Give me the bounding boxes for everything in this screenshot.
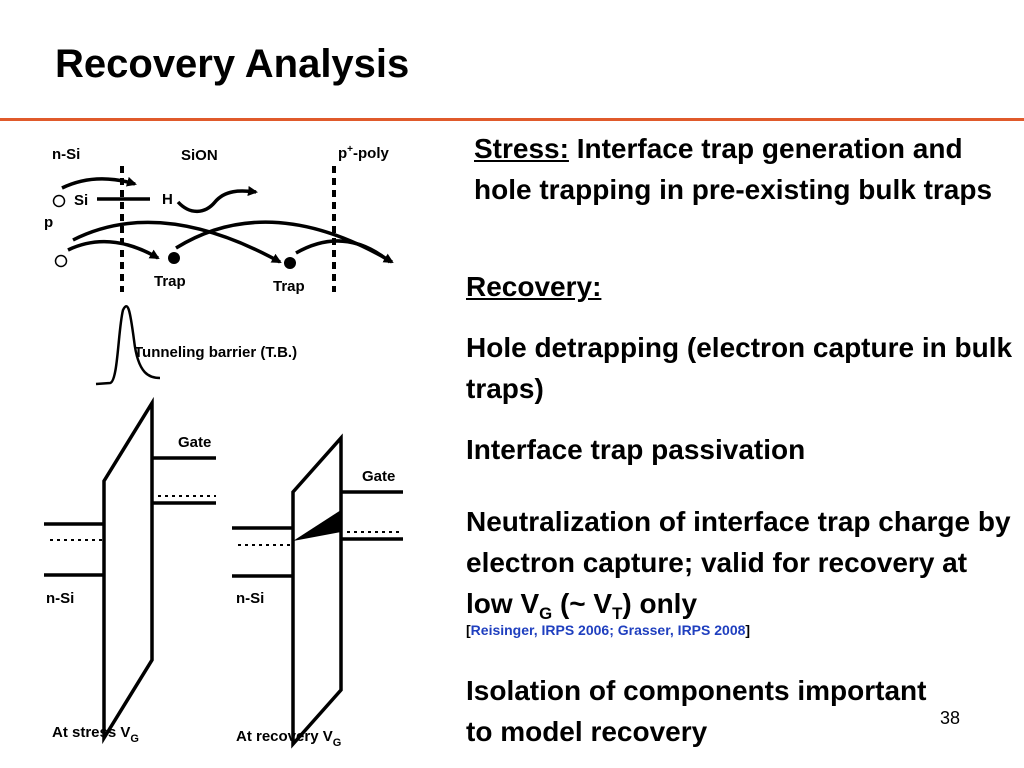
trap-dot-2	[284, 257, 296, 269]
si-label: Si	[74, 192, 88, 209]
trap-label-1: Trap	[154, 273, 186, 290]
recovery-label: Recovery:	[466, 271, 602, 302]
page-number: 38	[940, 708, 961, 728]
slide-title: Recovery Analysis	[55, 42, 410, 86]
tunneling-barrier-label: Tunneling barrier (T.B.)	[134, 344, 297, 361]
hole-arrow-trap2-out	[295, 239, 392, 264]
hole-arrow-trap1	[67, 239, 160, 260]
recovery-item-passivation: Interface trap passivation	[466, 434, 806, 465]
neutralization-text-2: (~ V	[552, 588, 613, 619]
recovery-gate-label: Gate	[362, 468, 395, 485]
trap-dot-1	[168, 252, 180, 264]
hole-arrow-si	[61, 176, 137, 190]
stress-caption: At stress VG	[52, 724, 139, 745]
h-label: H	[162, 191, 173, 208]
recovery-item-isolation: Isolation of components important to mod…	[466, 675, 927, 747]
recovery-filled-trap-region	[293, 510, 341, 541]
diagram-canvas: n-Si SiON p+-poly Si H p Trap Trap Tunne…	[44, 144, 403, 749]
hole-arrow-trap2	[72, 220, 282, 264]
recovery-item-neutralization: Neutralization of interface trap charge …	[466, 501, 1016, 634]
recovery-item-detrapping: Hole detrapping (electron capture in bul…	[466, 332, 1013, 404]
stress-paragraph: Stress: Interface trap generation and ho…	[474, 128, 1014, 210]
trap-label-2: Trap	[273, 278, 305, 295]
n-si-label: n-Si	[52, 146, 80, 163]
stress-n-si-label: n-Si	[46, 590, 74, 607]
recovery-n-si-label: n-Si	[236, 590, 264, 607]
neutralization-text-1: Neutralization of interface trap charge …	[466, 506, 1011, 619]
vt-subscript: T	[612, 603, 623, 623]
citation: [Reisinger, IRPS 2006; Grasser, IRPS 200…	[466, 622, 750, 638]
stress-oxide-band	[102, 396, 154, 745]
hole-arrow-gate	[175, 220, 394, 264]
hole-symbol-2	[54, 254, 68, 268]
stress-text: Interface trap generation and hole trapp…	[474, 133, 993, 205]
stress-label: Stress:	[474, 133, 569, 164]
citation-link[interactable]: Reisinger, IRPS 2006; Grasser, IRPS 2008	[470, 622, 746, 638]
p-poly-label: p+-poly	[338, 144, 390, 162]
recovery-caption: At recovery VG	[236, 728, 341, 749]
hole-symbol	[52, 194, 66, 208]
neutralization-text-3: ) only	[622, 588, 698, 619]
sion-label: SiON	[181, 147, 218, 164]
title-divider	[0, 118, 1024, 121]
tunneling-barrier-curve	[95, 305, 161, 386]
recovery-oxide-band	[291, 433, 343, 749]
hydrogen-release-arrow	[176, 186, 258, 214]
citation-close: ]	[745, 622, 751, 638]
stress-gate-label: Gate	[178, 434, 211, 451]
p-label: p	[44, 214, 53, 231]
citation-open: [	[466, 622, 471, 638]
vg-subscript: G	[539, 603, 553, 623]
